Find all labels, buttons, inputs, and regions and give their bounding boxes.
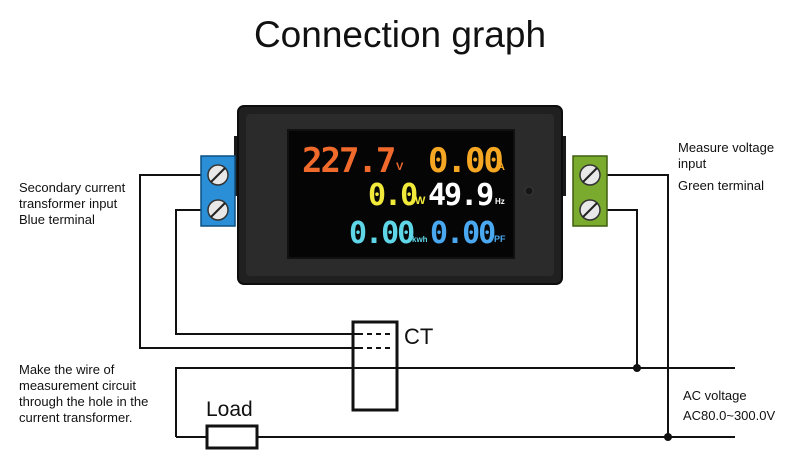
ct-box [351, 320, 399, 412]
junction-dot-top [633, 364, 641, 372]
wires [139, 174, 735, 438]
left-terminal-label: Secondary current transformer input Blue… [19, 180, 125, 228]
meter-button [524, 186, 534, 196]
power-factor-unit: PF [494, 234, 506, 244]
energy-unit: kwh [412, 235, 428, 244]
green-terminal-block [572, 155, 608, 227]
ac-line-1: AC voltage [683, 388, 747, 403]
wire-blue-bottom [175, 209, 358, 335]
note-line-4: current transformer. [19, 410, 133, 425]
ct-label: CT [404, 324, 434, 349]
energy-reading: 0.00 [349, 216, 414, 251]
frequency-reading: 49.9 [428, 178, 493, 213]
wire-green-bottom [600, 209, 638, 368]
note-label: Make the wire of measurement circuit thr… [19, 362, 148, 426]
power-unit: W [415, 195, 426, 207]
wire-green-top [600, 174, 669, 437]
right-terminal-label: Measure voltage input Green terminal [678, 140, 774, 194]
left-terminal-line-1: Secondary current [19, 180, 126, 195]
junction-dot-bottom [664, 433, 672, 441]
note-line-1: Make the wire of [19, 362, 115, 377]
right-terminal-line-1: Measure voltage [678, 140, 775, 155]
blue-terminal-block [200, 155, 236, 227]
right-terminal-line-3: Green terminal [678, 178, 764, 193]
current-reading: 0.00 [428, 141, 502, 181]
wire-blue-top [139, 174, 358, 349]
diagram-title: Connection graph [253, 14, 547, 55]
wire-line-top [175, 367, 735, 437]
voltage-unit: V [396, 161, 404, 173]
left-terminal-line-2: transformer input [19, 196, 118, 211]
load-resistor [205, 424, 259, 450]
note-line-2: measurement circuit [19, 378, 137, 393]
load-label: Load [206, 398, 253, 421]
ac-voltage-label: AC voltage AC80.0~300.0V [683, 386, 775, 426]
voltage-reading: 227.7 [302, 141, 394, 181]
right-terminal-line-2: input [678, 156, 707, 171]
left-terminal-line-3: Blue terminal [19, 212, 95, 227]
meter-readings: 227.7 V 0.00 A 0.0 W 49.9 Hz 0.00 kwh 0.… [302, 141, 506, 251]
power-reading: 0.0 [368, 178, 417, 213]
meter-screen [287, 129, 515, 259]
ct-dashes [358, 333, 393, 369]
note-line-3: through the hole in the [19, 394, 149, 409]
frequency-unit: Hz [495, 197, 505, 206]
current-unit: A [497, 161, 505, 173]
power-factor-reading: 0.00 [430, 216, 495, 251]
ac-line-2: AC80.0~300.0V [683, 408, 776, 423]
panel-meter [234, 105, 566, 285]
